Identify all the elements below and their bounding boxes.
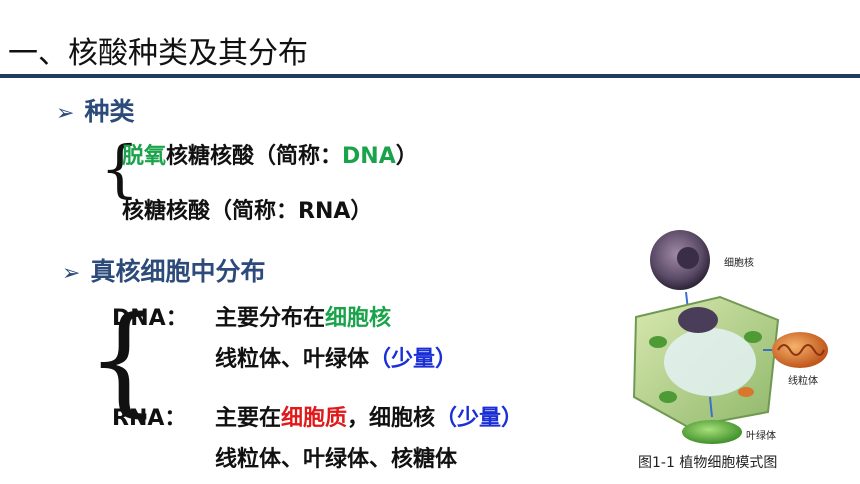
nucleus-in-cell-shape bbox=[678, 307, 718, 333]
mito-cristae bbox=[777, 344, 825, 356]
dist-rna-line2: 线粒体、叶绿体、核糖体 bbox=[215, 447, 458, 472]
chloroplast-enlarged-shape bbox=[682, 420, 742, 444]
dist-rna-line1: 主要在细胞质，细胞核（少量） bbox=[215, 400, 523, 432]
dist-rna-line1-pre: 主要在 bbox=[215, 406, 282, 431]
dist-dna-label: DNA： bbox=[112, 306, 188, 331]
types-line-rna: 核糖核酸（简称：RNA） bbox=[122, 199, 373, 224]
figure-caption: 图1-1 植物细胞模式图 bbox=[638, 455, 778, 471]
types-dna-close: ） bbox=[395, 144, 418, 169]
label-mitochondrion: 线粒体 bbox=[788, 376, 818, 387]
mito-small bbox=[738, 387, 754, 397]
dist-dna-line1-green: 细胞核 bbox=[325, 306, 392, 331]
section-dist-heading: ➢ 真核细胞中分布 bbox=[62, 252, 265, 288]
dist-dna-line1-pre: 主要分布在 bbox=[215, 306, 326, 331]
types-line-dna: 脱氧核糖核酸（简称：DNA） bbox=[122, 138, 418, 170]
chloroplast-small-2 bbox=[744, 331, 762, 343]
arrow-bullet-icon: ➢ bbox=[56, 101, 75, 126]
chloroplast-pointer-line bbox=[709, 396, 713, 418]
dist-rna-label: RNA： bbox=[112, 406, 187, 431]
label-nucleus: 细胞核 bbox=[724, 258, 754, 269]
plant-cell-figure: 细胞核 线粒体 叶绿体 bbox=[628, 222, 838, 444]
section-types-heading-text: 种类 bbox=[84, 97, 135, 126]
section-dist-heading-text: 真核细胞中分布 bbox=[90, 257, 266, 286]
arrow-bullet-icon: ➢ bbox=[62, 261, 81, 286]
types-brace: { bbox=[100, 132, 140, 205]
chloroplast-small-1 bbox=[649, 336, 667, 348]
label-chloroplast: 叶绿体 bbox=[746, 431, 776, 442]
plant-cell-illustration bbox=[632, 230, 828, 444]
dist-dna-line2-blue: （少量） bbox=[369, 347, 458, 372]
title-divider bbox=[0, 74, 860, 78]
dist-dna-line1: 主要分布在细胞核 bbox=[215, 300, 391, 332]
dist-dna-line2: 线粒体、叶绿体（少量） bbox=[215, 341, 457, 373]
section-types-heading: ➢ 种类 bbox=[56, 92, 134, 128]
mitochondrion-enlarged-shape bbox=[772, 332, 828, 368]
types-dna-abbr: DNA bbox=[342, 144, 396, 169]
dist-rna-line1-blue: （少量） bbox=[435, 406, 524, 431]
dist-rna-line1-red: 细胞质 bbox=[281, 406, 348, 431]
chloroplast-small-3 bbox=[659, 391, 677, 403]
dist-brace: { bbox=[86, 290, 162, 428]
types-dna-green: 脱氧 bbox=[122, 144, 167, 169]
nucleolus-shape bbox=[677, 247, 699, 269]
dist-dna-line2-pre: 线粒体、叶绿体 bbox=[215, 347, 370, 372]
page-title: 一、核酸种类及其分布 bbox=[8, 36, 308, 71]
vacuole-shape bbox=[664, 328, 756, 396]
types-dna-rest: 核糖核酸（简称： bbox=[166, 144, 343, 169]
dist-rna-line1-mid: ，细胞核 bbox=[347, 406, 436, 431]
